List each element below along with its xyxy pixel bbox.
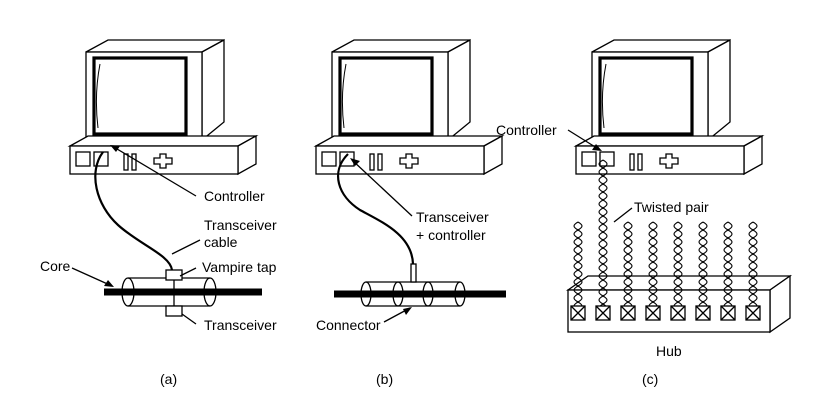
caption-c: (c) [642, 371, 658, 387]
vampire-tap [165, 269, 183, 281]
twisted-pair-cable-4 [648, 221, 658, 307]
twisted-pair-cable-7 [723, 221, 733, 307]
label-transceiver-cable-line1: Transceiver [204, 217, 277, 233]
twisted-pair-cable-6 [698, 221, 708, 307]
caption-b: (b) [376, 371, 393, 387]
label-transceiver: Transceiver [204, 317, 277, 333]
computer-a [68, 38, 258, 176]
twisted-pair-cable-2 [598, 159, 608, 307]
panel-c: Controller Twisted pair Hub (c) [496, 38, 793, 387]
label-twisted-pair: Twisted pair [634, 199, 709, 215]
transceiver-cable [94, 151, 174, 271]
label-core: Core [40, 258, 71, 274]
label-controller-a: Controller [204, 188, 265, 204]
twisted-pair-cable-3 [623, 221, 633, 307]
t-connector [410, 263, 417, 283]
label-transceiver-controller-line2: + controller [416, 227, 486, 243]
twisted-pairs [573, 159, 758, 307]
label-connector: Connector [316, 317, 381, 333]
label-vampire-tap: Vampire tap [202, 259, 277, 275]
drop-cable-b [337, 153, 415, 265]
twisted-pair-cable-8 [748, 221, 758, 307]
twisted-pair-cable-1 [573, 221, 583, 307]
caption-a: (a) [160, 371, 177, 387]
label-hub: Hub [656, 343, 682, 359]
panel-b: Transceiver + controller Connector (b) [314, 38, 506, 387]
label-controller-c: Controller [496, 122, 557, 138]
twisted-pair-cable-5 [673, 221, 683, 307]
computer-b [314, 38, 504, 176]
hub-ports [570, 305, 761, 321]
computer-c [574, 38, 764, 176]
label-transceiver-controller-line1: Transceiver [416, 209, 489, 225]
panel-a: Controller Transceiver cable Vampire tap… [40, 38, 277, 387]
label-transceiver-cable-line2: cable [204, 234, 238, 250]
transceiver-box-a [165, 305, 183, 317]
